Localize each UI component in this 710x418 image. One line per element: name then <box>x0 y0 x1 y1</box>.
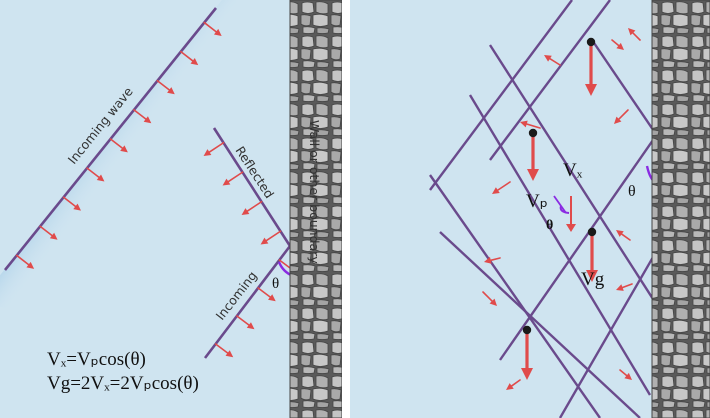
reflected-wave-arrow <box>260 230 282 245</box>
crest-normal-arrow <box>616 230 631 241</box>
crest-normal-arrow <box>614 109 629 124</box>
incoming-wave-arrow <box>62 196 81 211</box>
crest-normal-arrow <box>628 28 641 41</box>
crest-normal-arrow <box>484 256 501 264</box>
vp-vector-line <box>553 195 567 214</box>
incoming-wave-arrows <box>15 21 222 269</box>
crest-normal-arrow <box>544 55 561 66</box>
crest-line <box>499 139 652 361</box>
right-panel: Vₓ Vₚ θ θ Vg <box>350 0 658 418</box>
incoming-wave-arrow <box>86 167 105 182</box>
reflected-wave-arrow <box>241 200 263 215</box>
group-velocity-arrow <box>585 40 597 96</box>
wave-crest-lattice <box>429 0 652 418</box>
crest-line <box>468 94 652 396</box>
group-velocity-arrow <box>521 328 533 380</box>
crest-intersection-dot <box>528 128 538 138</box>
incoming-near-wall-arrow <box>257 287 276 302</box>
panel-separator <box>342 0 350 418</box>
incoming-wave-arrow <box>109 138 128 153</box>
crest-intersection-dot <box>587 227 597 237</box>
wall-label: Wall or other boundary <box>307 120 322 264</box>
theta-wall-label: θ <box>628 183 636 200</box>
vp-label: Vₚ <box>526 191 548 212</box>
crest-normal-arrow <box>520 120 541 129</box>
theta-inner-arc <box>559 205 570 214</box>
crest-intersection-dots <box>522 37 597 335</box>
reflected-wave-arrow <box>203 141 225 156</box>
left-panel: Incoming wave Reflected Incoming θ Vₓ=Vₚ… <box>0 0 297 418</box>
crest-line <box>591 39 652 131</box>
crest-intersection-dot <box>522 325 532 335</box>
group-velocity-arrow <box>586 230 598 282</box>
group-velocity-arrow <box>527 131 539 181</box>
reflected-wave-arrow <box>222 171 244 186</box>
crest-normal-arrow <box>616 283 633 291</box>
incoming-near-wall-arrow <box>214 343 234 358</box>
theta-label: θ <box>272 276 279 292</box>
crest-normal-arrow <box>492 181 511 194</box>
right-wall-stones <box>652 0 710 418</box>
group-velocity-arrows <box>521 40 598 380</box>
crest-line <box>439 231 641 418</box>
incoming-near-wall-arrow <box>236 315 255 330</box>
crest-normal-arrow <box>619 369 632 380</box>
crest-normal-arrow <box>482 291 497 306</box>
incoming-wave-arrow <box>180 50 199 66</box>
incoming-wave-arrow <box>39 225 58 240</box>
right-wall <box>651 0 710 418</box>
incoming-wave-arrow <box>15 254 35 269</box>
crest-normal-arrow <box>506 379 521 390</box>
wave-swash <box>0 0 290 320</box>
reflected-wave-arrows <box>203 141 282 245</box>
theta-inner-label: θ <box>546 218 553 233</box>
left-water-background <box>0 0 290 418</box>
incoming-wave-arrow <box>203 21 222 36</box>
right-water-background <box>350 0 652 418</box>
left-wall-stones <box>290 0 342 418</box>
incoming-crest-near-wall <box>203 245 292 359</box>
crest-intersection-dot <box>586 37 596 47</box>
crest-line <box>429 0 573 191</box>
crest-normal-arrows <box>482 28 641 390</box>
incoming-wave-arrow <box>156 79 175 95</box>
vg-label: Vg <box>581 269 605 290</box>
vx-arrowhead <box>566 224 576 232</box>
formula-vx: Vₓ=Vₚcos(θ) <box>47 349 146 370</box>
crest-line <box>488 44 652 300</box>
formula-vg: Vg=2Vₓ=2Vₚcos(θ) <box>47 373 199 394</box>
crest-line <box>489 0 611 161</box>
vx-label: Vₓ <box>563 160 583 181</box>
reflected-wave-crest <box>212 127 292 247</box>
left-wall: Wall or other boundary <box>289 0 343 418</box>
crest-normal-arrow <box>611 39 624 50</box>
incoming-wave-arrow <box>133 109 152 124</box>
crest-line <box>429 174 601 418</box>
crest-line <box>558 256 652 418</box>
